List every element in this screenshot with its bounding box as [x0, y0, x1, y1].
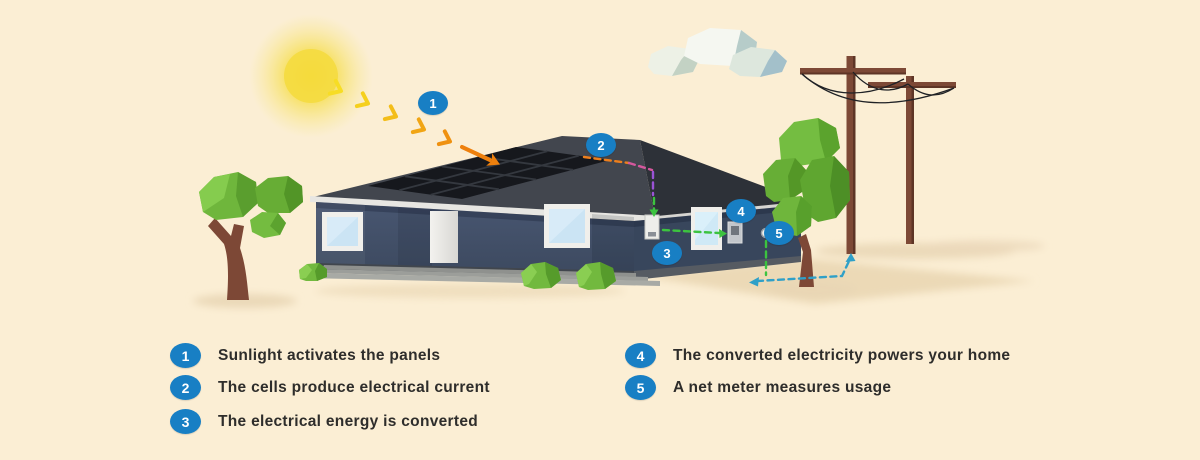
step-marker-label: 1	[429, 95, 437, 111]
inverter-icon	[644, 214, 660, 240]
step-marker-5: 5	[764, 221, 794, 245]
legend-item-3: 3 The electrical energy is converted	[170, 409, 478, 434]
legend-badge-3: 3	[170, 409, 201, 434]
step-marker-4: 4	[726, 199, 756, 223]
legend-badge-label: 5	[636, 379, 645, 396]
power-line-icon	[801, 71, 955, 104]
legend-badge-1: 1	[170, 343, 201, 368]
window-icon	[544, 204, 590, 248]
tree-icon-left	[199, 172, 303, 300]
step-marker-label: 4	[737, 203, 745, 219]
legend-item-5: 5 A net meter measures usage	[625, 375, 891, 400]
house-illustration	[306, 136, 809, 286]
meter-icon	[727, 221, 743, 244]
legend-text-3: The electrical energy is converted	[218, 412, 479, 430]
legend-badge-label: 2	[181, 379, 190, 396]
flow-line-transition-pink	[627, 161, 654, 172]
tree-icon-right	[763, 118, 850, 287]
door-icon	[430, 211, 458, 263]
legend-badge-4: 4	[625, 343, 656, 368]
step-marker-3: 3	[652, 241, 682, 265]
legend-badge-label: 3	[181, 413, 190, 430]
sunlight-arrow-icon	[327, 78, 500, 166]
step-marker-label: 2	[597, 137, 605, 153]
legend-badge-2: 2	[170, 375, 201, 400]
legend-text-5: A net meter measures usage	[673, 378, 892, 396]
flow-line-dc-orange	[582, 155, 631, 165]
legend-badge-label: 1	[181, 347, 190, 364]
legend-badge-label: 4	[636, 347, 645, 364]
window-icon	[691, 207, 722, 250]
cloud-icon	[648, 28, 787, 77]
legend-text-2: The cells produce electrical current	[218, 378, 490, 396]
solar-panel-icon	[368, 147, 610, 199]
bush-icon	[299, 262, 616, 290]
ground-shadows	[193, 240, 1045, 308]
step-marker-2: 2	[586, 133, 616, 157]
legend-text-4: The converted electricity powers your ho…	[673, 346, 1011, 364]
legend-text-1: Sunlight activates the panels	[218, 346, 441, 364]
legend-item-2: 2 The cells produce electrical current	[170, 375, 490, 400]
sun-icon	[249, 14, 373, 138]
step-marker-label: 3	[663, 245, 671, 261]
flow-lines	[582, 155, 852, 283]
flow-line-ac-green	[661, 228, 721, 235]
flow-arrowheads	[649, 209, 856, 287]
step-marker-label: 5	[775, 225, 783, 241]
window-icon	[322, 212, 363, 251]
flow-line-grid-teal	[755, 257, 852, 283]
legend-item-4: 4 The converted electricity powers your …	[625, 343, 1010, 368]
legend-item-1: 1 Sunlight activates the panels	[170, 343, 440, 368]
legend-badge-5: 5	[625, 375, 656, 400]
step-marker-1: 1	[418, 91, 448, 115]
